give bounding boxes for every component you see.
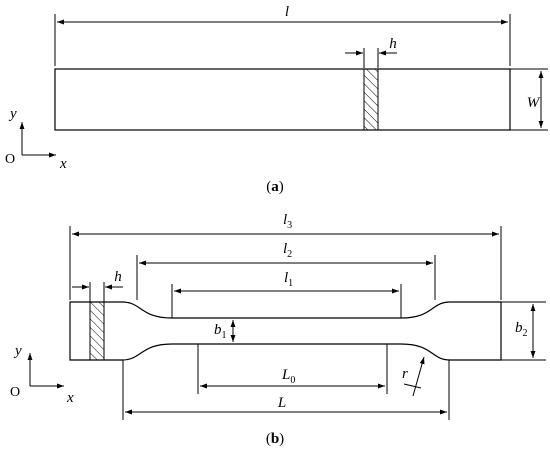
- strip-body: [54, 68, 511, 131]
- figure-b: l3 l2 l1 h b1 b2 r: [10, 212, 546, 447]
- label-l0: L0: [281, 367, 295, 386]
- label-length: l: [285, 4, 289, 20]
- label-l1: l1: [284, 270, 293, 289]
- dogbone-specimen: [69, 301, 502, 361]
- axis-x-label-b: x: [66, 390, 74, 406]
- label-hatch-width-a: h: [389, 36, 397, 52]
- axis-origin-b: O: [10, 385, 20, 400]
- label-b1: b1: [214, 322, 227, 341]
- axis-x-label-a: x: [59, 156, 67, 172]
- label-l2: l2: [283, 241, 292, 260]
- hatched-region-b: [89, 301, 105, 361]
- label-width: W: [527, 95, 541, 111]
- axis-y-label-a: y: [8, 106, 17, 122]
- hatched-region-a: [363, 68, 379, 131]
- radius-tick: [403, 383, 422, 389]
- label-L: L: [277, 395, 286, 411]
- radius-leader: [412, 356, 425, 397]
- caption-a: (a): [266, 179, 284, 195]
- label-b2: b2: [515, 320, 528, 339]
- label-radius: r: [402, 366, 408, 382]
- caption-b: (b): [266, 431, 284, 447]
- figure-a: l h W y x O (a): [5, 4, 548, 195]
- label-hatch-width-b: h: [114, 269, 122, 285]
- label-l3: l3: [283, 212, 292, 231]
- axis-origin-a: O: [5, 152, 15, 167]
- axis-y-label-b: y: [13, 343, 22, 359]
